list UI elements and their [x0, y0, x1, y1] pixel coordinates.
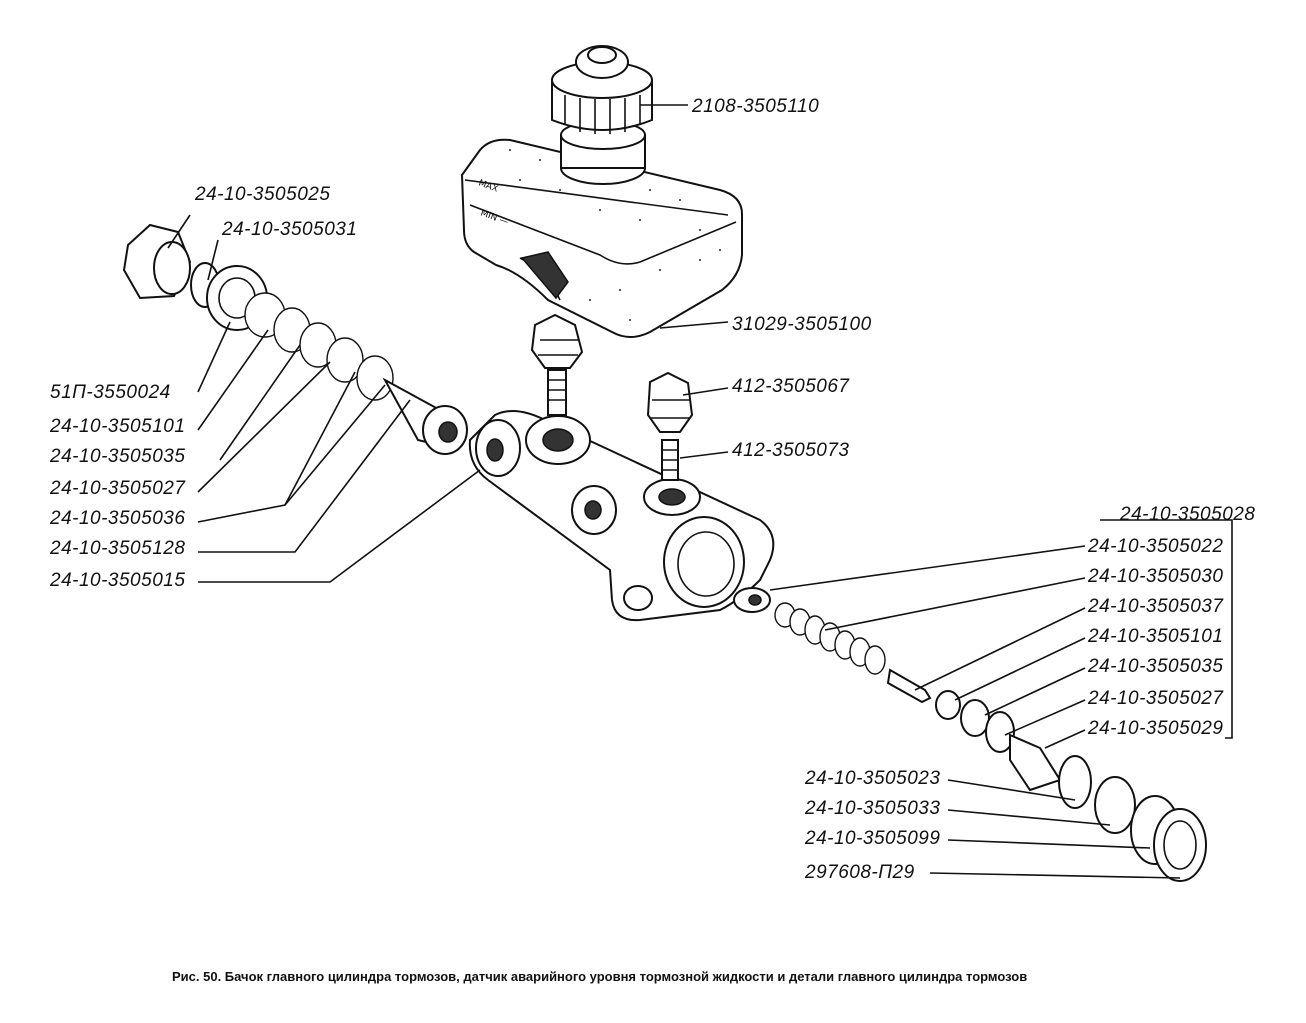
label-left-spring: 24-10-3505031 — [221, 219, 357, 240]
label-bottom-4: 297608-П29 — [804, 862, 915, 883]
label-right-2: 24-10-3505030 — [1087, 566, 1223, 587]
label-right-7: 24-10-3505029 — [1087, 718, 1223, 739]
label-left-6: 24-10-3505128 — [49, 538, 185, 559]
label-left-plug: 24-10-3505025 — [194, 184, 330, 205]
label-bottom-1: 24-10-3505023 — [804, 768, 940, 789]
label-right-6: 24-10-3505027 — [1087, 688, 1224, 709]
right-parts-drawing — [774, 602, 1207, 882]
figure-caption: Рис. 50. Бачок главного цилиндра тормозо… — [172, 969, 1027, 984]
label-left-2: 24-10-3505101 — [49, 416, 185, 437]
label-right-group: 24-10-3505028 — [1119, 504, 1255, 525]
label-left-4: 24-10-3505027 — [49, 478, 186, 499]
label-reservoir: 31029-3505100 — [732, 314, 872, 335]
label-sensor: 412-3505067 — [732, 376, 850, 397]
label-right-5: 24-10-3505035 — [1087, 656, 1223, 677]
label-cap: 2108-3505110 — [691, 96, 819, 117]
label-left-3: 24-10-3505035 — [49, 446, 185, 467]
leader-lines — [167, 104, 1233, 879]
label-left-1: 51П-3550024 — [50, 382, 171, 403]
left-parts-drawing — [122, 223, 468, 455]
label-bottom-3: 24-10-3505099 — [804, 828, 940, 849]
part-labels: 2108-3505110 31029-3505100 412-3505067 4… — [49, 96, 1255, 883]
cylinder-body-drawing — [468, 410, 775, 622]
label-sensor-pin: 412-3505073 — [732, 440, 850, 461]
label-right-4: 24-10-3505101 — [1087, 626, 1223, 647]
label-left-5: 24-10-3505036 — [49, 508, 185, 529]
reservoir-drawing: MAX MIN — — [460, 45, 743, 338]
level-sensors-drawing — [530, 313, 694, 481]
label-right-3: 24-10-3505037 — [1087, 596, 1224, 617]
label-left-7: 24-10-3505015 — [49, 570, 185, 591]
label-right-1: 24-10-3505022 — [1087, 536, 1223, 557]
label-bottom-2: 24-10-3505033 — [804, 798, 940, 819]
